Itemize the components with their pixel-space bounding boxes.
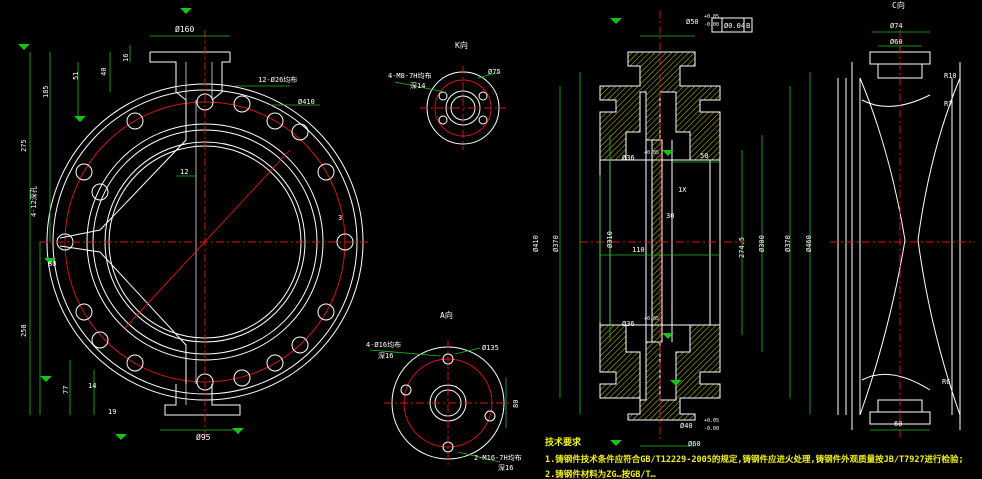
view-a-dia: Ø135: [482, 344, 499, 352]
view-c-r7: R7: [944, 100, 952, 108]
section-bottom-dia: Ø60: [688, 440, 701, 448]
section-gdt-datum: B: [746, 22, 750, 30]
view-a-depth-note2: 深16: [498, 463, 513, 472]
section-dim-30: 30: [666, 212, 674, 220]
view-k-title: K向: [455, 40, 468, 50]
view-a-holes-note: 4-Ø16均布: [366, 340, 401, 349]
section-dim-460: Ø460: [805, 235, 813, 252]
section-view: Ø50 +0.05 -0.00 Ø0.04 B 50 Ø36 +0.05 1X …: [532, 10, 813, 448]
notes-line-1: 1.铸钢件技术条件应符合GB/T12229-2005的规定,铸钢件应进火处理,铸…: [545, 454, 964, 465]
section-dim-36-upper: Ø36: [622, 154, 635, 162]
view-c-dim-60b: 60: [894, 420, 902, 428]
view-a-title: A向: [440, 310, 453, 320]
section-dim-274: 274.5: [738, 237, 746, 258]
view-a-depth-note: 深16: [378, 351, 393, 360]
notes-heading: 技术要求: [545, 436, 582, 448]
section-tol-top-lower: -0.00: [704, 22, 719, 28]
view-c: C向 Ø74 Ø60 R10 R7 R6 60: [830, 0, 975, 440]
bolt-holes: [56, 93, 354, 391]
section-tol-36b: +0.05: [644, 316, 659, 322]
view-c-r6: R6: [942, 378, 950, 386]
section-tol-36a: +0.05: [644, 150, 659, 156]
view-a: A向 4-Ø16均布 深16 Ø135 80 2-M16-7H均布 深16: [366, 310, 522, 472]
front-dim-16: 16: [122, 54, 130, 62]
front-top-dia: Ø160: [175, 24, 194, 34]
section-dim-300: Ø300: [758, 235, 766, 252]
front-dim-250: 250: [20, 324, 28, 337]
section-tol-top-upper: +0.05: [704, 14, 719, 20]
section-top-dia: Ø50: [686, 18, 699, 26]
view-k-depth-note: 深14: [410, 81, 425, 90]
section-dim-1x: 1X: [678, 186, 687, 194]
section-tol-40b: -0.00: [704, 426, 719, 432]
section-dim-370b: Ø370: [784, 235, 792, 252]
front-dim-40: 40: [100, 68, 108, 76]
view-a-thread-note: 2-M16-7H均布: [474, 453, 522, 462]
view-k: K向 4-M8-7H均布 深14 Ø75: [388, 40, 506, 150]
front-dim-14: 14: [88, 382, 96, 390]
section-dim-410: Ø410: [532, 235, 540, 252]
section-dim-110: 110: [632, 246, 645, 254]
front-dim-12: 12: [180, 168, 188, 176]
front-bottom-dia: Ø95: [196, 432, 211, 442]
section-dim-310: Ø310: [606, 231, 614, 248]
view-c-dim-60: Ø60: [890, 38, 903, 46]
view-c-title: C向: [892, 0, 905, 10]
front-dim-410: Ø410: [298, 98, 315, 106]
notes-line-2: 2.铸钢件材料为ZG…按GB/T…: [545, 469, 656, 479]
front-dim-275: 275: [20, 139, 28, 152]
front-dim-4-12: 4-12深孔: [29, 186, 38, 217]
view-k-holes-note: 4-M8-7H均布: [388, 71, 432, 80]
section-gdt-tol: Ø0.04: [724, 22, 745, 30]
section-dim-50: 50: [700, 152, 708, 160]
view-c-r10: R10: [944, 72, 957, 80]
technical-notes: 技术要求 1.铸钢件技术条件应符合GB/T12229-2005的规定,铸钢件应进…: [545, 436, 964, 479]
view-k-dia: Ø75: [488, 68, 501, 76]
front-dim-185: 185: [42, 85, 50, 98]
view-c-dim-74: Ø74: [890, 22, 903, 30]
front-holes-note: 12-Ø26均布: [258, 75, 297, 84]
front-dim-80: 80: [48, 260, 56, 268]
section-tol-40a: +0.05: [704, 418, 719, 424]
section-dim-370: Ø370: [552, 235, 560, 252]
front-dim-77: 77: [62, 386, 70, 394]
front-view: Ø160 16 40 51 185 275 4-12深孔 250 80 77 1…: [18, 8, 370, 442]
section-dim-36-lower: Ø36: [622, 320, 635, 328]
section-dim-40: Ø40: [680, 422, 693, 430]
front-dim-3: 3: [338, 214, 342, 222]
front-dim-19: 19: [108, 408, 116, 416]
front-dim-51: 51: [72, 72, 80, 80]
view-a-dim-80: 80: [512, 400, 520, 408]
